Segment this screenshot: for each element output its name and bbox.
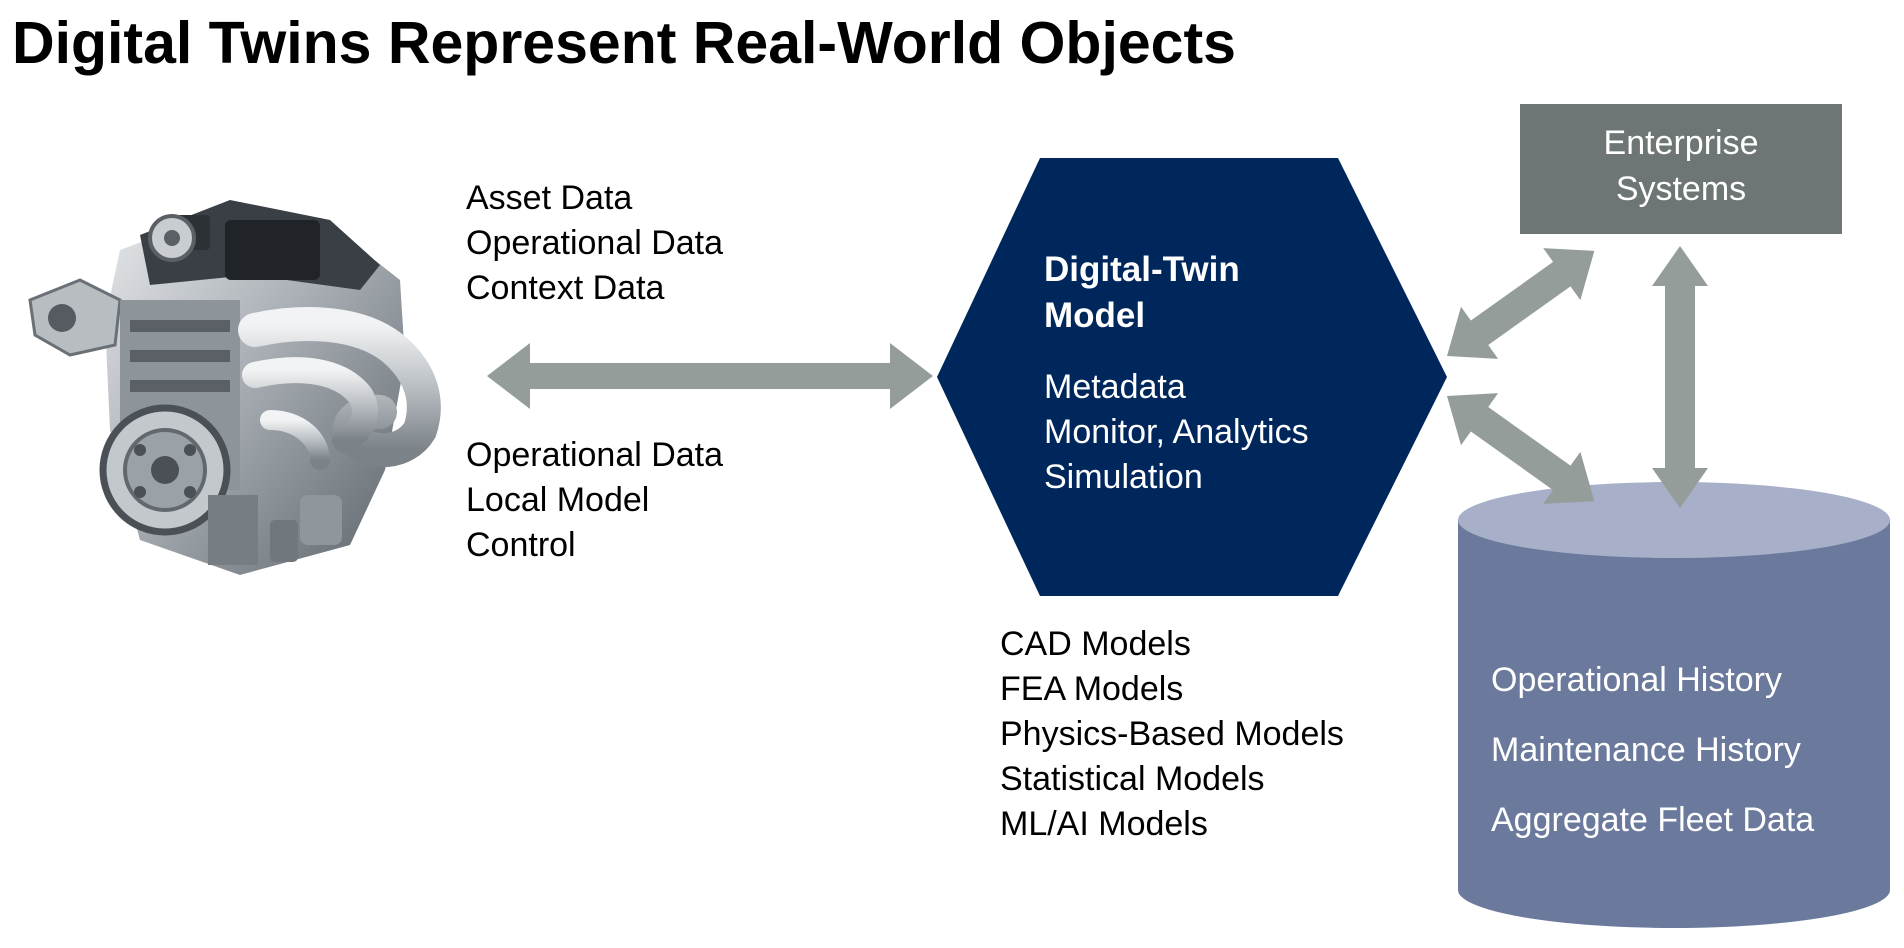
engine-photo — [28, 200, 441, 575]
data-label: Context Data — [466, 269, 665, 307]
hexagon-title: Digital-Twin Model — [1044, 250, 1240, 335]
data-label: Control — [466, 526, 576, 564]
model-type-item: Physics-Based Models — [1000, 715, 1344, 753]
data-label: Local Model — [466, 481, 650, 519]
enterprise-systems-box — [1520, 104, 1842, 234]
hexagon-item: Monitor, Analytics — [1044, 413, 1309, 451]
hexagon-item: Metadata — [1044, 368, 1186, 406]
model-type-item: ML/AI Models — [1000, 805, 1208, 843]
model-type-item: Statistical Models — [1000, 760, 1265, 798]
data-label: Asset Data — [466, 179, 633, 217]
bidirectional-arrow-enterprise-database — [1652, 246, 1708, 508]
bidirectional-arrow-engine-twin — [487, 343, 933, 409]
upper-data-labels: Asset Data Operational Data Context Data — [466, 176, 723, 311]
database-items: Operational History Maintenance History … — [1491, 645, 1814, 855]
hexagon-item: Simulation — [1044, 458, 1203, 496]
data-label: Operational Data — [466, 436, 724, 474]
digital-twin-hexagon — [937, 158, 1447, 596]
bidirectional-arrow-twin-enterprise — [1447, 248, 1595, 359]
enterprise-systems-label: Enterprise Systems — [1603, 124, 1759, 208]
model-type-item: FEA Models — [1000, 670, 1184, 708]
database-item: Operational History — [1491, 661, 1783, 699]
model-type-item: CAD Models — [1000, 625, 1191, 663]
lower-data-labels: Operational Data Local Model Control — [466, 433, 723, 568]
data-label: Operational Data — [466, 224, 724, 262]
bidirectional-arrow-twin-database — [1447, 393, 1595, 504]
database-item: Maintenance History — [1491, 731, 1801, 769]
database-item: Aggregate Fleet Data — [1491, 801, 1815, 839]
model-types-list: CAD Models FEA Models Physics-Based Mode… — [1000, 622, 1344, 847]
page-title: Digital Twins Represent Real-World Objec… — [12, 10, 1236, 76]
hexagon-items: Metadata Monitor, Analytics Simulation — [1044, 365, 1309, 500]
